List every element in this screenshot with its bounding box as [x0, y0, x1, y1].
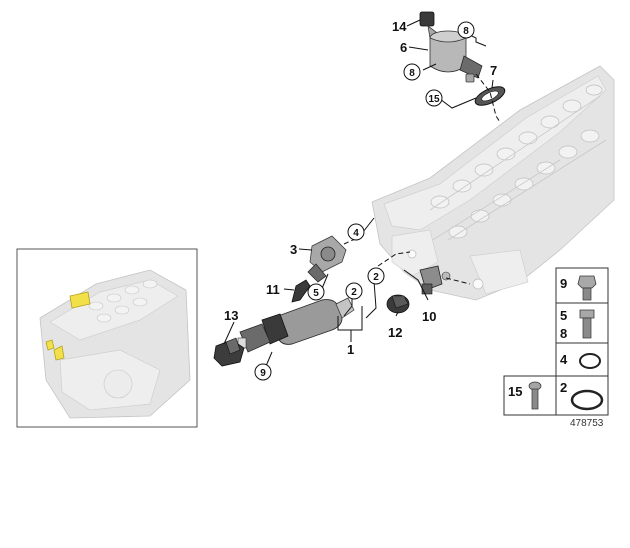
- legend-cell-5: 5: [560, 308, 567, 323]
- callout-1: 1: [347, 342, 354, 357]
- legend-cell-8: 8: [560, 326, 567, 341]
- callout-labels: 14 6 8 8 7 15 4 3 5 11 2 2 1 13 9 12 10: [224, 19, 497, 381]
- callout-4: 4: [353, 228, 359, 239]
- callout-15: 15: [428, 94, 440, 105]
- callout-14: 14: [392, 19, 407, 34]
- solenoid-valve-part: [237, 297, 355, 353]
- engine-overview-inset: [16, 248, 198, 428]
- parts-legend-table: 9 5 8 4 15 2: [503, 267, 609, 416]
- bracket-clip-part: [213, 337, 245, 367]
- actuator-motor-part: [419, 11, 483, 83]
- callout-5: 5: [313, 288, 319, 299]
- temp-sensor-part: [419, 265, 451, 295]
- callout-3: 3: [290, 242, 297, 257]
- figure-number: 478753: [570, 418, 604, 429]
- callout-11: 11: [266, 282, 280, 297]
- legend-cell-4: 4: [560, 352, 568, 367]
- callout-8a: 8: [463, 26, 469, 37]
- legend-cell-15: 15: [508, 384, 522, 399]
- cylinder-head-illustration: [371, 65, 615, 301]
- gasket-part: [474, 86, 506, 106]
- cap-part: [386, 294, 410, 314]
- callout-7: 7: [490, 63, 497, 78]
- callout-2a: 2: [351, 287, 357, 298]
- legend-cell-9: 9: [560, 276, 567, 291]
- callout-2b: 2: [373, 272, 379, 283]
- sensor-part: [291, 235, 347, 303]
- callout-13: 13: [224, 308, 238, 323]
- legend-cell-2: 2: [560, 380, 567, 395]
- callout-10: 10: [422, 309, 436, 324]
- callout-6: 6: [400, 40, 407, 55]
- callout-12: 12: [388, 325, 402, 340]
- callout-9: 9: [260, 368, 266, 379]
- callout-8b: 8: [409, 68, 415, 79]
